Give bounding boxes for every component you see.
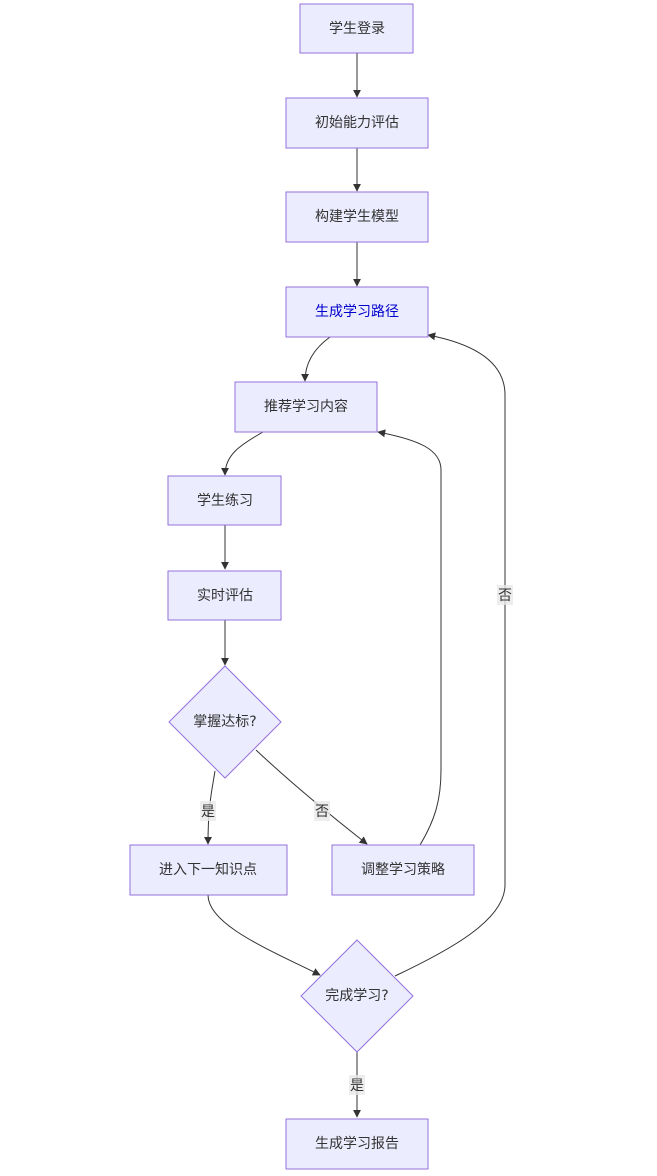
edge-adjust-to-recommend xyxy=(377,429,442,846)
node-adjust-label: 调整学习策略 xyxy=(361,861,445,878)
edge-label-done-no-text: 否 xyxy=(498,588,512,604)
node-gen-path: 生成学习路径 xyxy=(285,286,429,338)
node-practice-label: 学生练习 xyxy=(197,493,253,509)
edge-recommend-to-practice xyxy=(221,431,264,476)
node-adjust: 调整学习策略 xyxy=(331,844,475,896)
node-practice: 学生练习 xyxy=(167,475,282,526)
edge-label-mastery-no: 否 xyxy=(314,801,330,821)
edge-mastery-yes-to-next-point xyxy=(204,770,216,845)
edge-label-mastery-yes-text: 是 xyxy=(201,804,215,820)
node-recommend: 推荐学习内容 xyxy=(234,381,378,433)
node-report: 生成学习报告 xyxy=(285,1118,429,1170)
node-build-model: 构建学生模型 xyxy=(285,191,429,243)
node-done-check: 完成学习? xyxy=(300,939,414,1053)
edge-label-mastery-no-text: 否 xyxy=(315,804,329,820)
node-next-point: 进入下一知识点 xyxy=(129,844,288,896)
node-recommend-label: 推荐学习内容 xyxy=(264,398,348,415)
node-gen-path-label: 生成学习路径 xyxy=(315,304,399,320)
node-initial-eval-label: 初始能力评估 xyxy=(315,114,399,131)
edge-label-done-no: 否 xyxy=(497,585,513,605)
edge-gen-path-to-recommend xyxy=(301,336,331,382)
node-initial-eval: 初始能力评估 xyxy=(285,97,429,149)
node-login-label: 学生登录 xyxy=(329,21,385,37)
node-done-check-label: 完成学习? xyxy=(325,988,388,1004)
edge-label-done-yes-text: 是 xyxy=(350,1078,364,1094)
edge-mastery-no-to-adjust xyxy=(255,749,368,845)
node-report-label: 生成学习报告 xyxy=(315,1136,399,1152)
node-mastery-check: 掌握达标? xyxy=(168,665,282,779)
node-realtime-eval: 实时评估 xyxy=(167,570,282,621)
node-build-model-label: 构建学生模型 xyxy=(315,209,399,225)
node-realtime-eval-label: 实时评估 xyxy=(197,588,253,604)
edge-next-point-to-done xyxy=(207,894,321,976)
edge-done-no-to-gen-path xyxy=(394,332,506,977)
edge-label-mastery-yes: 是 xyxy=(200,801,216,821)
edge-label-done-yes: 是 xyxy=(349,1075,365,1095)
node-mastery-check-label: 掌握达标? xyxy=(193,714,256,730)
node-next-point-label: 进入下一知识点 xyxy=(159,861,257,878)
node-login: 学生登录 xyxy=(299,3,414,54)
